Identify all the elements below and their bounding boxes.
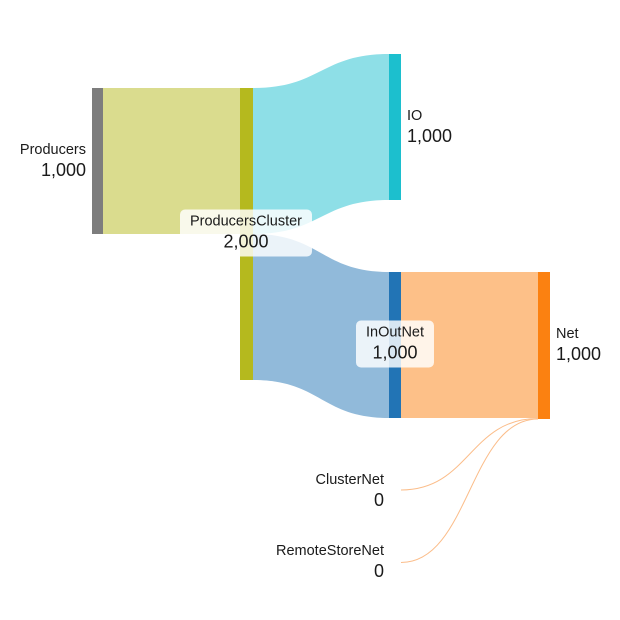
sankey-link-ProducersCluster-to-IO[interactable]: [253, 54, 389, 234]
sankey-link-InOutNet-to-Net[interactable]: [401, 272, 538, 418]
sankey-node-Net[interactable]: [538, 272, 550, 419]
sankey-node-IO[interactable]: [389, 54, 401, 200]
sankey-link-ClusterNet-to-Net[interactable]: [400, 418, 539, 491]
sankey-link-RemoteStoreNet-to-Net[interactable]: [400, 418, 539, 563]
sankey-node-ProducersCluster[interactable]: [240, 88, 253, 380]
sankey-link-ProducersCluster-to-InOutNet[interactable]: [253, 234, 389, 418]
sankey-link-Producers-to-ProducersCluster[interactable]: [103, 88, 240, 234]
sankey-node-InOutNet[interactable]: [389, 272, 401, 418]
sankey-node-Producers[interactable]: [92, 88, 103, 234]
